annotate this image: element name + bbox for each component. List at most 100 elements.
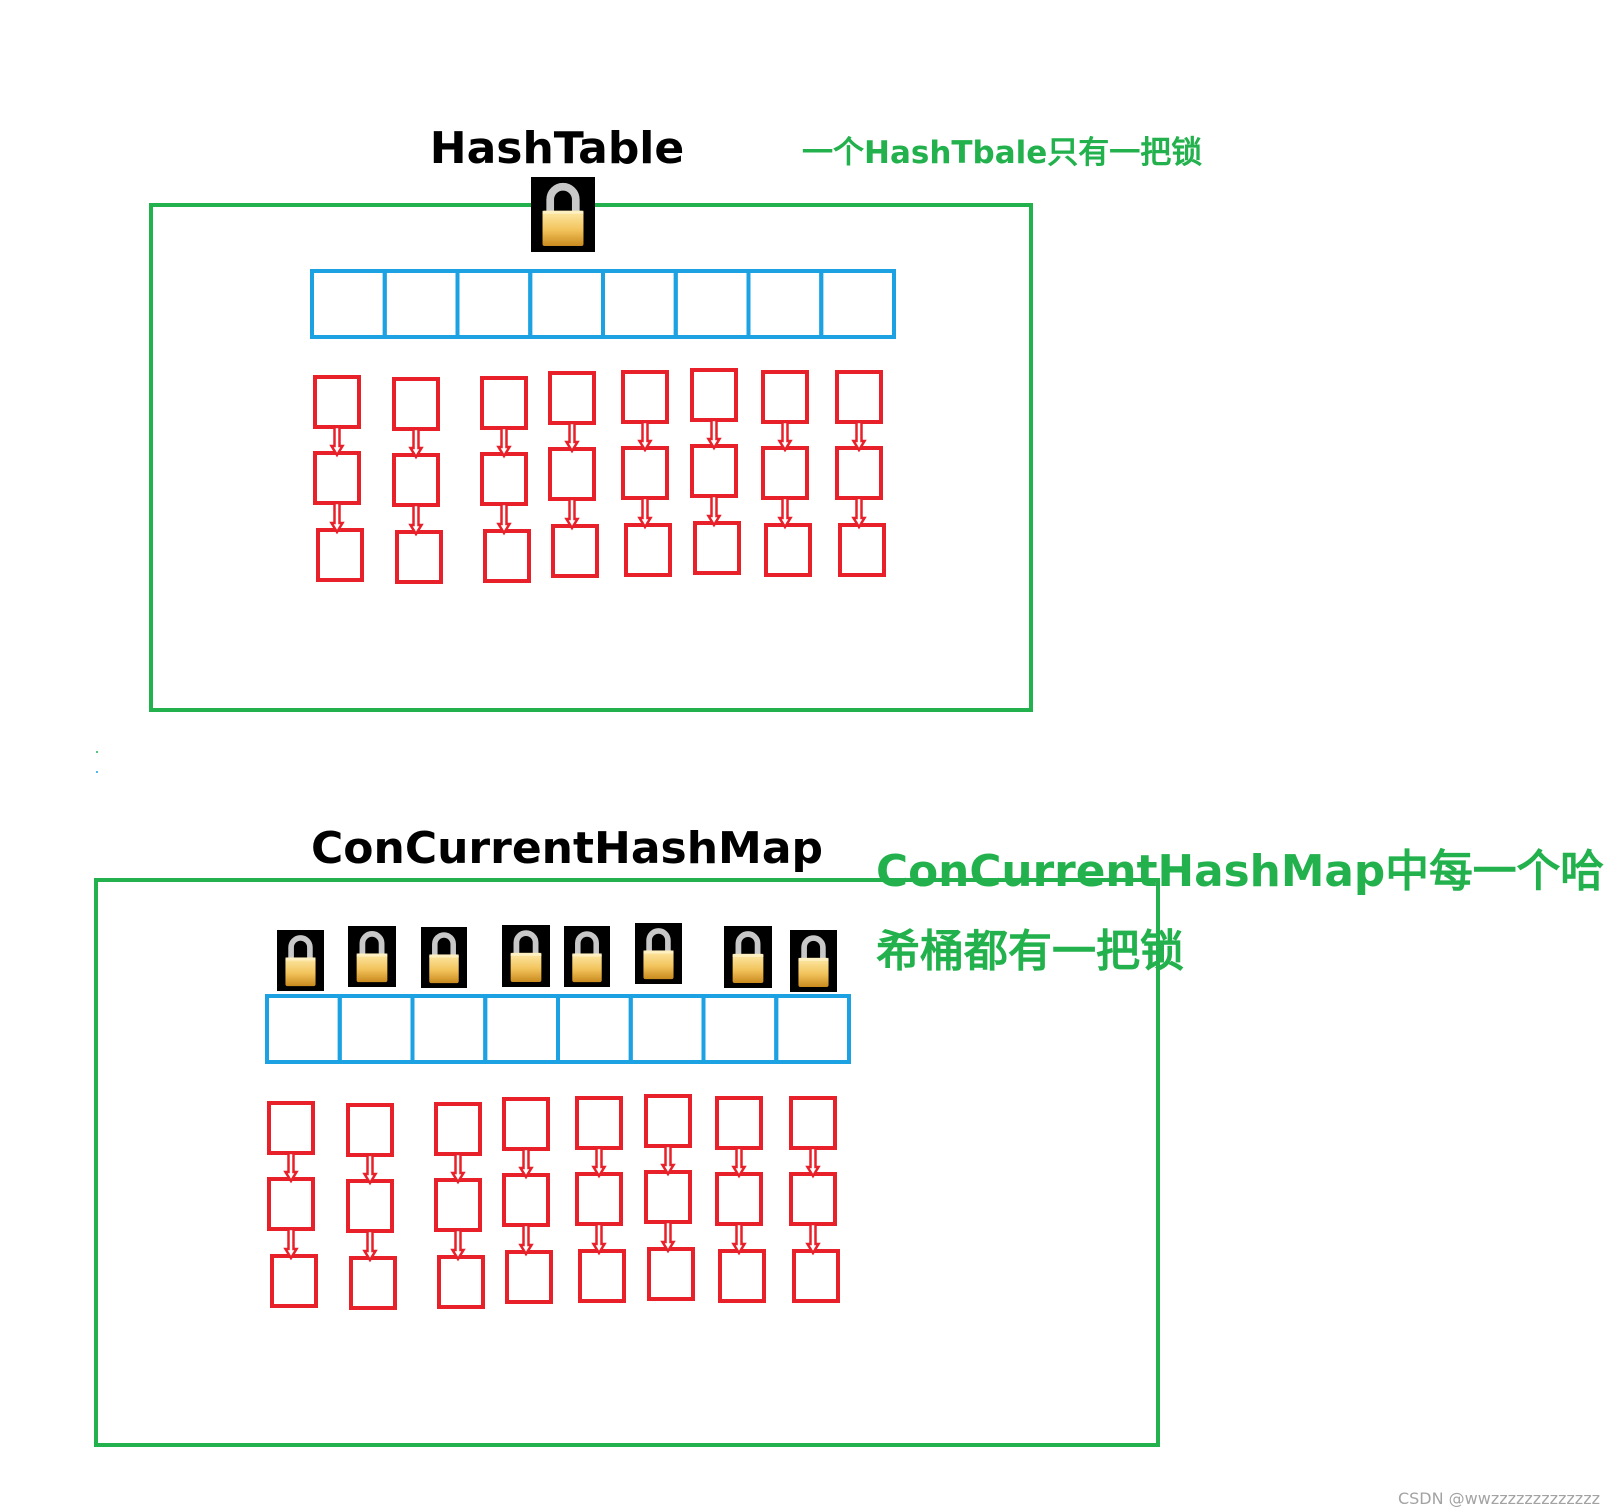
arrow-down-icon xyxy=(851,420,867,453)
chain-node xyxy=(548,447,596,501)
bucket-chain xyxy=(835,370,886,577)
chain-node xyxy=(761,446,809,500)
padlock-icon xyxy=(421,927,467,988)
chain-node xyxy=(644,1094,692,1148)
padlock-icon xyxy=(635,923,682,984)
chain-node xyxy=(575,1172,623,1226)
arrow-down-icon xyxy=(564,421,580,454)
chain-node xyxy=(480,376,528,430)
padlock-icon xyxy=(502,925,550,987)
concurrent-locks xyxy=(277,923,837,992)
chain-node xyxy=(690,368,738,422)
arrow-down-icon xyxy=(660,1220,676,1254)
concurrent-note-line1: ConCurrentHashMap中每一个哈 xyxy=(876,846,1604,897)
chain-node xyxy=(313,451,361,505)
arrow-down-icon xyxy=(731,1222,747,1256)
bucket-chain xyxy=(346,1103,397,1310)
bucket-cell xyxy=(774,994,851,1064)
arrow-down-icon xyxy=(591,1146,607,1179)
chain-node xyxy=(835,370,883,424)
bucket-chain xyxy=(789,1096,840,1303)
arrow-down-icon xyxy=(637,496,653,530)
concurrent-chains xyxy=(267,1094,840,1310)
bucket-chain xyxy=(480,376,531,583)
arrow-down-icon xyxy=(362,1229,378,1263)
chain-node xyxy=(437,1255,485,1309)
concurrent-section: ConCurrentHashMap ConCurrentHashMap中每一个哈… xyxy=(94,823,1604,1447)
chain-node xyxy=(392,377,440,431)
hashtable-note: 一个HashTbale只有一把锁 xyxy=(802,135,1202,171)
chain-node xyxy=(346,1103,394,1157)
bucket-chain xyxy=(621,370,672,577)
chain-node xyxy=(392,453,440,507)
arrow-down-icon xyxy=(777,420,793,453)
chain-node xyxy=(349,1256,397,1310)
chain-node xyxy=(644,1170,692,1224)
arrow-down-icon xyxy=(805,1222,821,1256)
chain-node xyxy=(647,1247,695,1301)
arrow-down-icon xyxy=(408,427,424,460)
chain-node xyxy=(267,1101,315,1155)
arrow-down-icon xyxy=(637,420,653,453)
chain-node xyxy=(761,370,809,424)
arrow-down-icon xyxy=(329,425,345,458)
padlock-icon xyxy=(790,930,837,992)
chain-node xyxy=(548,371,596,425)
hashtable-chains xyxy=(313,368,886,584)
arrow-down-icon xyxy=(706,418,722,451)
arrow-down-icon xyxy=(518,1147,534,1180)
arrow-down-icon xyxy=(706,494,722,528)
chain-node xyxy=(480,452,528,506)
bucket-chain xyxy=(313,375,364,582)
chain-node xyxy=(715,1096,763,1150)
bucket-chain xyxy=(548,371,599,578)
bucket-cell xyxy=(819,269,896,339)
chain-node xyxy=(835,446,883,500)
stray-dot xyxy=(96,771,98,773)
padlock-icon xyxy=(564,926,610,987)
arrow-down-icon xyxy=(450,1228,466,1262)
chain-node xyxy=(434,1102,482,1156)
chain-node xyxy=(715,1172,763,1226)
arrow-down-icon xyxy=(591,1222,607,1256)
arrow-down-icon xyxy=(564,497,580,531)
arrow-down-icon xyxy=(450,1152,466,1185)
hashtable-lock xyxy=(531,177,595,252)
arrow-down-icon xyxy=(851,496,867,530)
chain-node xyxy=(483,529,531,583)
chain-node xyxy=(502,1173,550,1227)
chain-node xyxy=(434,1178,482,1232)
chain-node xyxy=(789,1096,837,1150)
bucket-chain xyxy=(644,1094,695,1301)
chain-node xyxy=(267,1177,315,1231)
bucket-chain xyxy=(761,370,812,577)
arrow-down-icon xyxy=(518,1223,534,1257)
bucket-chain xyxy=(392,377,443,584)
arrow-down-icon xyxy=(408,503,424,537)
chain-node xyxy=(270,1254,318,1308)
bucket-chain xyxy=(502,1097,553,1304)
chain-node xyxy=(764,523,812,577)
hashtable-bucket-array xyxy=(310,269,896,339)
concurrent-note-line2: 希桶都有一把锁 xyxy=(876,926,1184,977)
chain-node xyxy=(346,1179,394,1233)
arrow-down-icon xyxy=(731,1146,747,1179)
bucket-chain xyxy=(690,368,741,575)
chain-node xyxy=(551,524,599,578)
arrow-down-icon xyxy=(283,1227,299,1261)
chain-node xyxy=(578,1249,626,1303)
chain-node xyxy=(789,1172,837,1226)
chain-node xyxy=(718,1249,766,1303)
arrow-down-icon xyxy=(496,502,512,536)
arrow-down-icon xyxy=(777,496,793,530)
arrow-down-icon xyxy=(329,501,345,535)
hashtable-title: HashTable xyxy=(430,123,684,174)
arrow-down-icon xyxy=(805,1146,821,1179)
chain-node xyxy=(505,1250,553,1304)
chain-node xyxy=(624,523,672,577)
chain-node xyxy=(690,444,738,498)
arrow-down-icon xyxy=(283,1151,299,1184)
watermark: CSDN @wwzzzzzzzzzzzzz xyxy=(1398,1489,1600,1508)
padlock-icon xyxy=(531,177,595,252)
